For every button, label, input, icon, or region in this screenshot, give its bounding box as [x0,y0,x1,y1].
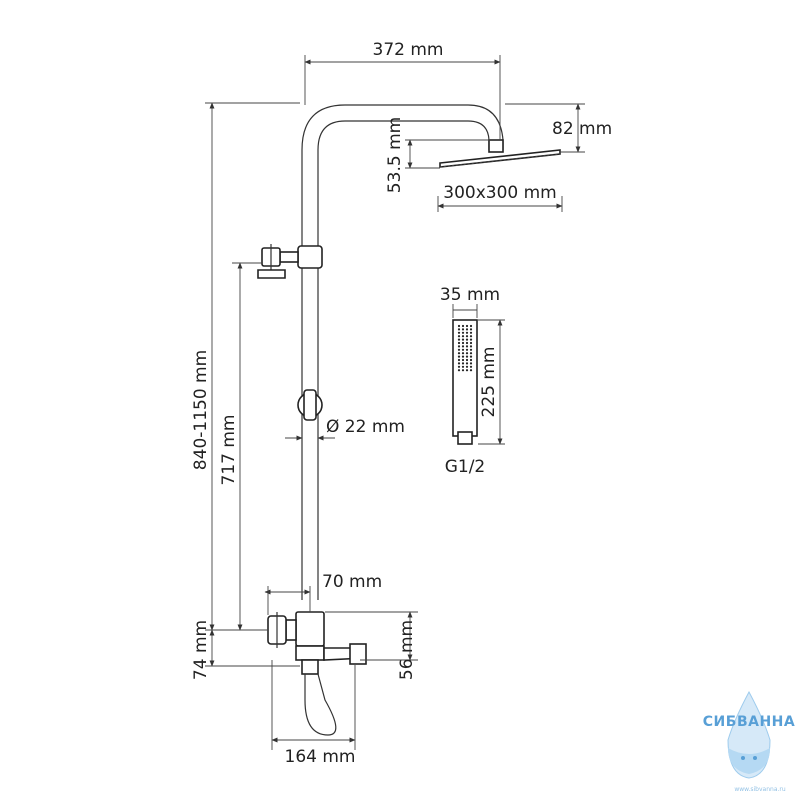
logo-brand: СИБВАННА [703,714,795,730]
spray-nozzle [461,335,465,338]
spray-nozzle [469,369,473,372]
spray-nozzle [469,331,473,334]
spray-nozzle [461,345,465,348]
spray-nozzle [465,331,469,334]
spray-nozzle [461,331,465,334]
label-arm-reach: 372 mm [373,40,444,60]
spray-nozzle [457,348,461,351]
spray-nozzle [457,358,461,362]
spray-nozzle [457,369,461,372]
spray-nozzle [465,335,469,338]
spray-nozzle [469,352,473,355]
spray-nozzle [457,338,461,341]
spray-nozzle [469,328,473,331]
logo-url: www.sibvanna.ru [734,786,786,793]
spray-nozzle [465,348,469,351]
label-hand-thread: G1/2 [445,457,486,477]
spray-nozzle [461,365,465,368]
spray-nozzle [457,365,461,368]
label-slide-height: 717 mm [219,415,239,486]
spray-nozzle [469,365,473,368]
spray-nozzle [461,341,465,345]
label-spout-height: 56 mm [397,620,417,680]
spray-nozzle [465,345,469,348]
spray-nozzle [465,324,469,328]
label-spout-length: 164 mm [285,747,356,767]
spray-nozzle [469,345,473,348]
spray-nozzle [461,358,465,362]
spray-nozzle [457,352,461,355]
label-mixer-offset: 70 mm [322,572,382,592]
spray-nozzle [461,328,465,331]
spray-nozzle [461,348,465,351]
spray-nozzle [465,369,469,372]
spray-nozzle [457,335,461,338]
label-hand-width: 35 mm [440,285,500,305]
rain-shower-head [439,139,561,168]
spray-nozzle [457,355,461,358]
spray-nozzle [469,358,473,362]
spray-nozzle [457,345,461,348]
spray-nozzle [465,338,469,341]
spray-nozzle [457,331,461,334]
spray-nozzle [457,328,461,331]
upper-connector [257,244,323,279]
spray-nozzle [461,355,465,358]
spray-nozzle [461,338,465,341]
dimension-lines [205,55,585,750]
spray-nozzle [465,328,469,331]
spray-nozzle [461,369,465,372]
spray-nozzle [465,352,469,355]
label-bar-diameter: Ø 22 mm [326,417,405,437]
spray-nozzle [469,324,473,328]
label-head-size: 300x300 mm [443,183,556,203]
spray-nozzle [461,324,465,328]
spray-nozzle [465,355,469,358]
spray-nozzle [469,348,473,351]
spray-nozzle [465,362,469,365]
spray-nozzle [469,338,473,341]
label-hand-length: 225 mm [479,347,499,418]
shower-hose [304,673,337,736]
label-head-offset: 53.5 mm [385,117,405,193]
hand-shower [452,319,478,445]
riser-pipe [301,104,504,600]
spray-nozzle [469,362,473,365]
spray-nozzle [457,324,461,328]
sibvanna-logo: СИБВАННА www.sibvanna.ru [703,690,795,793]
spray-nozzle [457,362,461,365]
spray-nozzle [461,352,465,355]
label-mixer-height: 74 mm [191,620,211,680]
spray-nozzle [457,341,461,345]
slider-bracket [297,389,323,421]
spray-nozzle [469,341,473,345]
label-head-height: 82 mm [552,119,612,139]
spray-nozzle [469,335,473,338]
spray-nozzle [469,355,473,358]
spray-nozzle [461,362,465,365]
mixer-body [267,611,367,675]
spray-nozzle [465,358,469,362]
label-total-height: 840-1150 mm [191,350,211,470]
spray-nozzle [465,341,469,345]
spray-nozzle [465,365,469,368]
